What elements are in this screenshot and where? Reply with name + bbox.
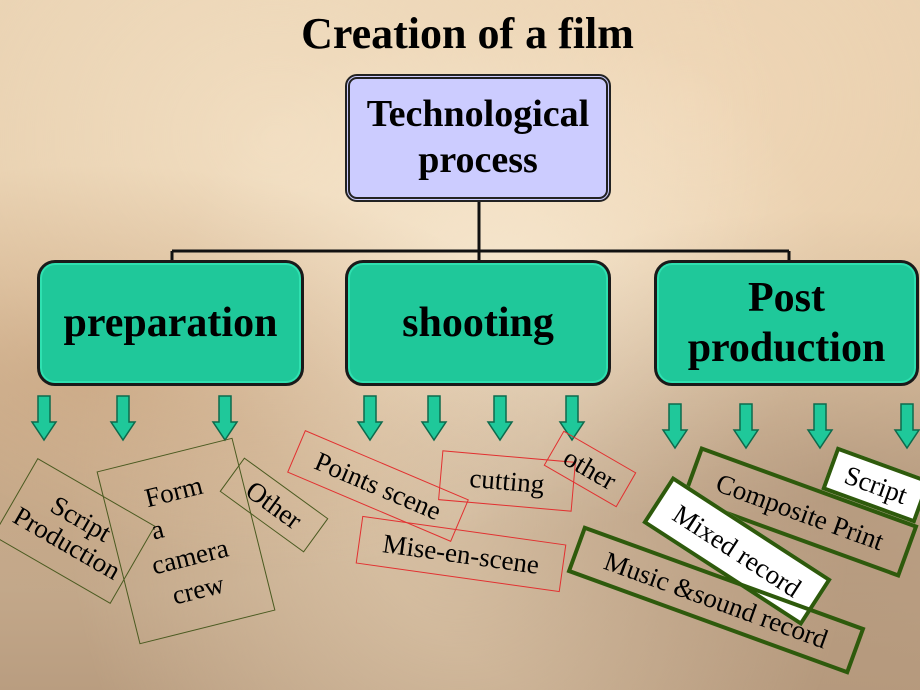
stage-post-line-1: Post	[748, 274, 825, 321]
down-arrow-icon	[806, 403, 834, 450]
down-arrow-icon	[109, 395, 137, 442]
page-title: Creation of a film	[301, 9, 634, 58]
down-arrow-icon	[893, 403, 920, 450]
tag-form-line-1: Form	[141, 469, 206, 513]
down-arrow-icon	[558, 395, 586, 442]
stage-preparation-label: preparation	[63, 299, 278, 346]
down-arrow-icon	[30, 395, 58, 442]
stage-post-line-2: production	[687, 325, 886, 371]
down-arrow-icon	[661, 403, 689, 450]
stage-shooting-label: shooting	[402, 299, 554, 346]
down-arrow-icon	[211, 395, 239, 442]
root-line-2: process	[418, 139, 538, 181]
stage-post-production: Post production	[654, 260, 919, 386]
down-arrow-icon	[420, 395, 448, 442]
stage-shooting: shooting	[345, 260, 611, 386]
down-arrow-icon	[732, 403, 760, 450]
stage-preparation: preparation	[37, 260, 304, 386]
down-arrow-icon	[356, 395, 384, 442]
root-line-1: Technological	[366, 93, 590, 136]
down-arrow-icon	[486, 395, 514, 442]
root-node: Technological process	[345, 74, 611, 202]
